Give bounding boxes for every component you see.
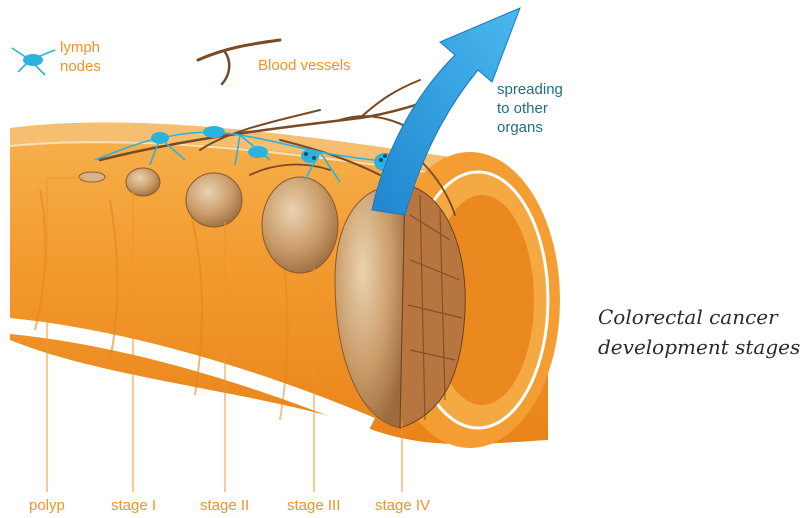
stage-label-stage-1: stage I bbox=[111, 497, 156, 514]
spreading-label: spreading to other organs bbox=[497, 80, 563, 137]
stage-label-stage-4: stage IV bbox=[375, 497, 430, 514]
legend-lymph-node bbox=[23, 54, 43, 66]
stage2-tumor bbox=[186, 173, 242, 227]
diagram-title: Colorectal cancer development stages bbox=[598, 302, 808, 362]
colon-body bbox=[10, 122, 560, 448]
title-line-1: Colorectal cancer bbox=[598, 302, 808, 332]
stage-label-stage-3: stage III bbox=[287, 497, 340, 514]
stage3-tumor bbox=[262, 177, 338, 273]
stage-label-stage-2: stage II bbox=[200, 497, 249, 514]
stage-label-polyp: polyp bbox=[29, 497, 65, 514]
title-line-2: development stages bbox=[598, 332, 808, 362]
polyp-tumor bbox=[79, 172, 105, 182]
stage1-tumor bbox=[126, 168, 160, 196]
blood-vessels-label: Blood vessels bbox=[258, 56, 351, 75]
lymph-label: lymph nodes bbox=[60, 38, 101, 76]
